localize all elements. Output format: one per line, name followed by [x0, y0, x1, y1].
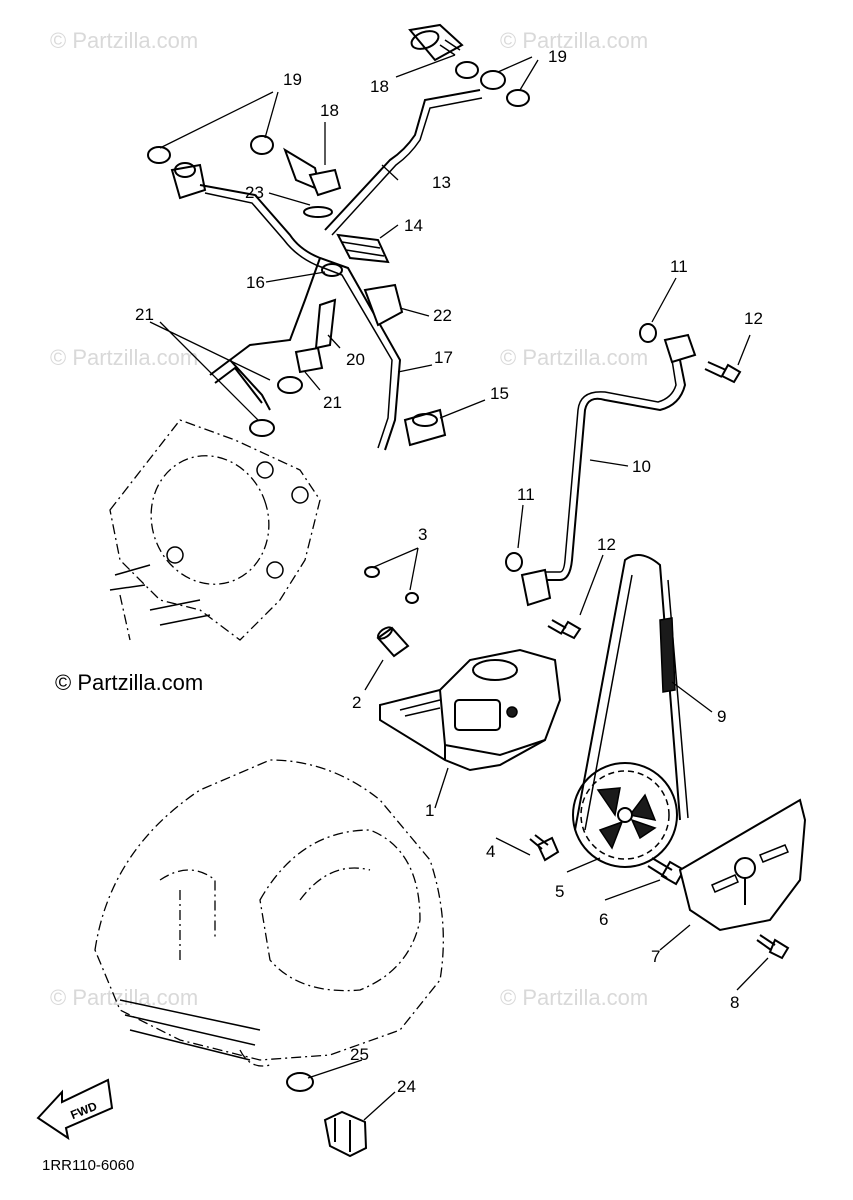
- gasket[interactable]: [249, 419, 275, 437]
- watermark-bottom-left: © Partzilla.com: [50, 985, 198, 1010]
- gasket[interactable]: [250, 135, 274, 155]
- cover-bolt[interactable]: [756, 934, 790, 960]
- callout-6: 6: [599, 910, 608, 929]
- callout-1: 1: [425, 801, 434, 820]
- callout-19: 19: [548, 47, 567, 66]
- o-ring[interactable]: [639, 323, 657, 343]
- oil-pump[interactable]: [379, 648, 562, 772]
- gasket[interactable]: [455, 61, 479, 79]
- callout-4: 4: [486, 842, 495, 861]
- crankcase-outline: [94, 759, 444, 1067]
- callout-8: 8: [730, 993, 739, 1012]
- watermark-top-left: © Partzilla.com: [50, 28, 198, 53]
- callout-25: 25: [350, 1045, 369, 1064]
- callout-18: 18: [370, 77, 389, 96]
- watermark-main: © Partzilla.com: [55, 670, 203, 695]
- pipe-clamp[interactable]: [363, 283, 404, 327]
- grommet[interactable]: [321, 263, 343, 277]
- callout-20: 20: [346, 350, 365, 369]
- o-ring[interactable]: [364, 566, 380, 578]
- gasket[interactable]: [286, 1072, 314, 1092]
- callout-19: 19: [283, 70, 302, 89]
- callout-16: 16: [246, 273, 265, 292]
- drive-chain[interactable]: [574, 554, 689, 831]
- washer[interactable]: [303, 206, 333, 218]
- o-ring[interactable]: [505, 552, 523, 572]
- bolt[interactable]: [529, 834, 560, 862]
- callout-7: 7: [651, 947, 660, 966]
- watermark-mid-right: © Partzilla.com: [500, 345, 648, 370]
- callout-3: 3: [418, 525, 427, 544]
- pump-cover[interactable]: [678, 798, 807, 932]
- pipe-bolt[interactable]: [547, 619, 582, 640]
- pipe-fitting[interactable]: [403, 408, 447, 447]
- watermark-bottom-right: © Partzilla.com: [500, 985, 648, 1010]
- callout-9: 9: [717, 707, 726, 726]
- union-bolt[interactable]: [283, 147, 342, 197]
- callout-14: 14: [404, 216, 423, 235]
- leader-lines: [149, 54, 769, 1121]
- pipe-clamp[interactable]: [336, 233, 390, 264]
- pipe-end: [209, 358, 271, 411]
- callout-12: 12: [597, 535, 616, 554]
- sprocket[interactable]: [572, 762, 678, 868]
- dowel-pin[interactable]: [376, 625, 410, 658]
- callout-21: 21: [323, 393, 342, 412]
- callout-2: 2: [352, 693, 361, 712]
- watermark-top-right: © Partzilla.com: [500, 28, 648, 53]
- o-ring[interactable]: [405, 592, 419, 604]
- gasket[interactable]: [506, 89, 530, 107]
- pipe-bolt[interactable]: [704, 361, 742, 384]
- callout-15: 15: [490, 384, 509, 403]
- callout-13: 13: [432, 173, 451, 192]
- callout-12: 12: [744, 309, 763, 328]
- callout-labels: 19 19 18 18 13 23 14 16 22 21 20 17 21 1…: [135, 47, 763, 1096]
- callout-17: 17: [434, 348, 453, 367]
- callout-23: 23: [245, 183, 264, 202]
- callout-18: 18: [320, 101, 339, 120]
- union-bolt[interactable]: [294, 298, 337, 374]
- cylinder-outline: [109, 419, 321, 641]
- drain-bolt[interactable]: [323, 1110, 368, 1158]
- watermark-mid-left: © Partzilla.com: [50, 345, 198, 370]
- oil-pipe[interactable]: [520, 333, 697, 607]
- callout-5: 5: [555, 882, 564, 901]
- sprocket-bolt[interactable]: [647, 857, 686, 886]
- callout-11: 11: [670, 257, 688, 276]
- callout-22: 22: [433, 306, 452, 325]
- oil-delivery-pipe[interactable]: [324, 89, 483, 236]
- forward-arrow: FWD: [36, 1078, 114, 1141]
- union-fitting[interactable]: [480, 70, 506, 90]
- callout-10: 10: [632, 457, 651, 476]
- callout-24: 24: [397, 1077, 416, 1096]
- pipe-fitting[interactable]: [170, 162, 207, 200]
- gasket[interactable]: [277, 376, 303, 394]
- diagram-code: 1RR110-6060: [42, 1157, 134, 1174]
- callout-21: 21: [135, 305, 154, 324]
- callout-11: 11: [517, 485, 535, 504]
- oil-pipe-assembly[interactable]: [199, 184, 402, 451]
- gasket[interactable]: [147, 146, 171, 164]
- union-bolt[interactable]: [408, 23, 464, 62]
